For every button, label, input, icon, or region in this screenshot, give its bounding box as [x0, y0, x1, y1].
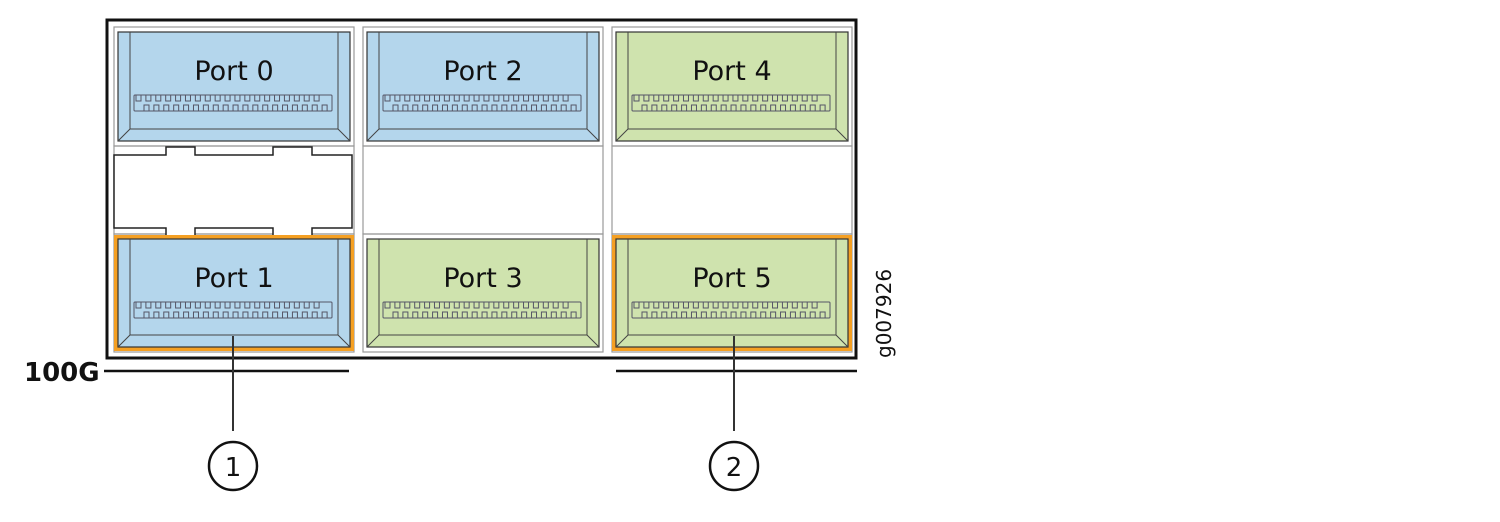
port-label: Port 4 [692, 56, 771, 87]
port-connector [631, 94, 831, 112]
port-0[interactable]: Port 0 [117, 31, 351, 142]
port-body [117, 238, 351, 348]
port-bevel [117, 32, 351, 142]
port-body [366, 238, 600, 348]
port-3[interactable]: Port 3 [366, 238, 600, 348]
port-connector [133, 301, 333, 319]
callout-1: 1 [207, 336, 259, 492]
port-label: Port 0 [194, 56, 273, 87]
port-bevel [117, 239, 351, 348]
port-highlight [612, 235, 852, 351]
callout-number: 1 [225, 453, 242, 483]
port-body [366, 31, 600, 142]
port-label: Port 2 [443, 56, 522, 87]
port-bevel [366, 239, 600, 348]
callout-circle [207, 440, 259, 492]
port-2[interactable]: Port 2 [366, 31, 600, 142]
callout-number: 2 [726, 453, 743, 483]
port-label: Port 3 [443, 263, 522, 294]
port-5[interactable]: Port 5 [612, 235, 852, 351]
port-connector [382, 301, 582, 319]
cell-bottom [362, 233, 604, 353]
port-bevel [615, 239, 849, 348]
callout-2: 2 [708, 336, 760, 492]
port-body [615, 31, 849, 142]
callout-circle [708, 440, 760, 492]
port-4[interactable]: Port 4 [615, 31, 849, 142]
port-separator [113, 146, 353, 237]
speed-label-100g: 100G [24, 358, 100, 388]
port-connector [382, 94, 582, 112]
figure-id: g007926 [872, 269, 896, 358]
port-1[interactable]: Port 1 [114, 235, 354, 351]
port-bevel [615, 32, 849, 142]
port-connector [133, 94, 333, 112]
port-label: Port 5 [692, 263, 771, 294]
port-label: Port 1 [194, 263, 273, 294]
port-connector [631, 301, 831, 319]
port-body [615, 238, 849, 348]
port-body [117, 31, 351, 142]
port-bevel [366, 32, 600, 142]
